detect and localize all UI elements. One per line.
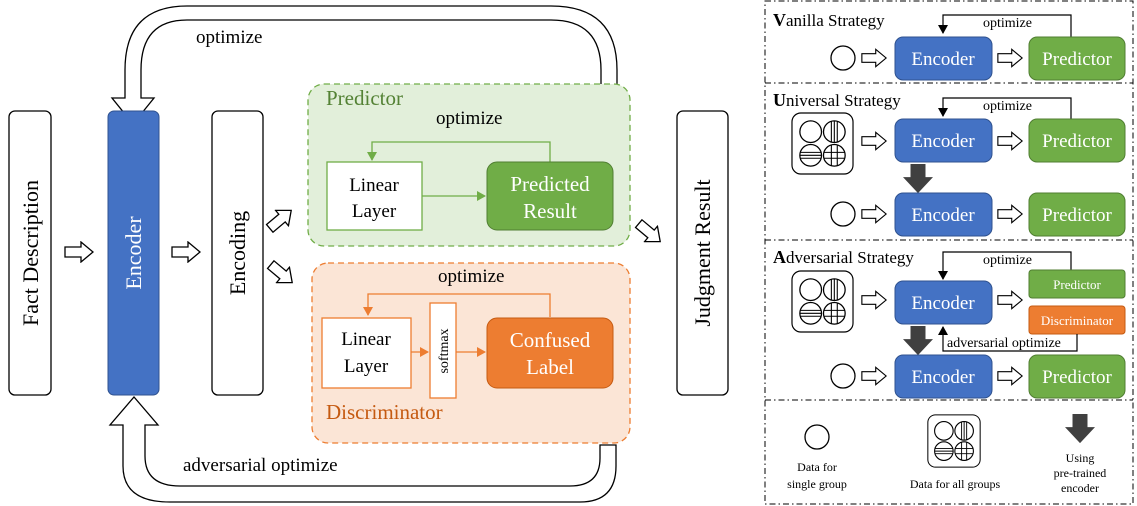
legend-single-group-icon bbox=[804, 424, 830, 450]
adversarial-predictor bbox=[1028, 269, 1126, 299]
predictor-linear-line2: Layer bbox=[352, 201, 397, 222]
adversarial-predictor-label: Predictor bbox=[1053, 277, 1101, 292]
vanilla-predictor bbox=[1028, 36, 1126, 81]
adversarial-optimize-label: adversarial optimize bbox=[183, 455, 338, 476]
legend-pretrained-line3: encoder bbox=[1061, 481, 1099, 495]
universal-all-groups-data bbox=[791, 112, 854, 175]
arrow-encoder-to-encoding bbox=[171, 241, 201, 263]
fact-description-label: Fact Description bbox=[18, 180, 43, 326]
universal-encoder-2-label: Encoder bbox=[911, 205, 975, 226]
legend-pretrained-line1: Using bbox=[1066, 451, 1095, 465]
adversarial-all-groups-data bbox=[791, 270, 854, 333]
universal-encoder-2 bbox=[894, 192, 993, 237]
adversarial-optimize-arrow bbox=[938, 251, 1072, 280]
softmax-box bbox=[429, 302, 457, 399]
predictor-linear-layer bbox=[326, 161, 423, 231]
adversarial-encoder-2-label: Encoder bbox=[911, 367, 975, 388]
universal-encoder-label: Encoder bbox=[911, 131, 975, 152]
legend-single-line1: Data for bbox=[797, 460, 837, 474]
adversarial-optimize-back-arrow bbox=[938, 326, 1078, 352]
predicted-result-line2: Result bbox=[523, 199, 577, 223]
vanilla-encoder-label: Encoder bbox=[911, 49, 975, 70]
predicted-result-line1: Predicted bbox=[510, 172, 590, 196]
fact-description-box bbox=[8, 110, 52, 396]
confused-label-line2: Label bbox=[526, 355, 574, 379]
legend-pretrained-icon bbox=[1065, 414, 1095, 444]
optimize-loop-arrow bbox=[110, 5, 618, 126]
vanilla-optimize-arrow bbox=[938, 14, 1072, 37]
softmax-label: softmax bbox=[437, 328, 452, 373]
encoder-box bbox=[107, 110, 160, 396]
vanilla-arrow-1 bbox=[861, 48, 887, 68]
discriminator-linear-layer bbox=[321, 317, 412, 389]
adversarial-optimize-label: optimize bbox=[983, 253, 1032, 268]
vanilla-strategy-title: Vanilla Strategy bbox=[773, 10, 885, 30]
universal-arrow-4 bbox=[997, 204, 1023, 224]
vanilla-arrow-2 bbox=[997, 48, 1023, 68]
discriminator-linear-line2: Layer bbox=[344, 356, 389, 377]
adversarial-predictor-2 bbox=[1028, 354, 1126, 399]
adversarial-optimize-back-label: adversarial optimize bbox=[947, 336, 1061, 351]
universal-strategy-title: Universal Strategy bbox=[773, 90, 901, 110]
discriminator-optimize-arrow bbox=[363, 293, 551, 317]
legend-all-groups-icon bbox=[927, 414, 981, 468]
optimize-top-label: optimize bbox=[196, 27, 262, 48]
adversarial-pretrained-arrow-icon bbox=[903, 326, 933, 356]
legend-pretrained-line2: pre-trained bbox=[1054, 466, 1107, 480]
arrow-encoding-to-discriminator bbox=[263, 256, 300, 291]
judgment-result-label: Judgment Result bbox=[690, 179, 715, 326]
universal-predictor-2-label: Predictor bbox=[1042, 205, 1112, 226]
adversarial-predictor-2-label: Predictor bbox=[1042, 367, 1112, 388]
adversarial-single-group-data bbox=[830, 363, 856, 389]
universal-predictor-label: Predictor bbox=[1042, 131, 1112, 152]
universal-predictor bbox=[1028, 118, 1126, 163]
universal-arrow-2 bbox=[997, 131, 1023, 151]
adversarial-encoder-label: Encoder bbox=[911, 293, 975, 314]
adversarial-arrow-2 bbox=[997, 290, 1023, 310]
encoding-label: Encoding bbox=[225, 211, 250, 295]
predictor-optimize-arrow bbox=[367, 141, 551, 162]
adversarial-encoder-2 bbox=[894, 354, 993, 399]
adversarial-arrow-4 bbox=[997, 366, 1023, 386]
adversarial-strategy-title: Adversarial Strategy bbox=[773, 247, 914, 267]
predictor-linear-line1: Linear bbox=[349, 175, 399, 196]
confused-label-box bbox=[486, 317, 614, 389]
universal-predictor-2 bbox=[1028, 192, 1126, 237]
adversarial-encoder bbox=[894, 280, 993, 325]
predictor-panel-title: Predictor bbox=[326, 86, 403, 110]
universal-optimize-arrow bbox=[938, 97, 1072, 119]
legend-all-groups-label: Data for all groups bbox=[910, 477, 1001, 491]
universal-encoder bbox=[894, 118, 993, 163]
predictor-optimize-label: optimize bbox=[436, 108, 502, 129]
discriminator-linear-line1: Linear bbox=[341, 329, 391, 350]
universal-arrow-3 bbox=[861, 204, 887, 224]
universal-pretrained-arrow-icon bbox=[903, 164, 933, 194]
adversarial-arrow-1 bbox=[861, 290, 887, 310]
encoder-label: Encoder bbox=[121, 216, 146, 290]
adversarial-discriminator-label: Discriminator bbox=[1041, 313, 1114, 328]
discriminator-optimize-label: optimize bbox=[438, 266, 504, 287]
discriminator-panel-title: Discriminator bbox=[326, 400, 443, 424]
vanilla-single-group-data bbox=[830, 45, 856, 71]
confused-label-line1: Confused bbox=[510, 328, 591, 352]
predicted-result-box bbox=[486, 161, 614, 231]
adversarial-arrow-3 bbox=[861, 366, 887, 386]
encoding-box bbox=[211, 110, 264, 396]
universal-optimize-label: optimize bbox=[983, 99, 1032, 114]
vanilla-encoder bbox=[894, 36, 993, 81]
arrow-fact-to-encoder bbox=[64, 241, 94, 263]
universal-arrow-1 bbox=[861, 131, 887, 151]
arrow-encoding-to-predictor bbox=[262, 202, 299, 237]
vanilla-optimize-label: optimize bbox=[983, 16, 1032, 31]
adversarial-optimize-loop-arrow bbox=[108, 396, 617, 503]
strategies-panel bbox=[764, 0, 1134, 505]
vanilla-predictor-label: Predictor bbox=[1042, 49, 1112, 70]
legend-single-line2: single group bbox=[787, 477, 847, 491]
arrow-to-judgment bbox=[631, 215, 668, 250]
judgment-result-box bbox=[676, 110, 729, 396]
universal-single-group-data bbox=[830, 201, 856, 227]
